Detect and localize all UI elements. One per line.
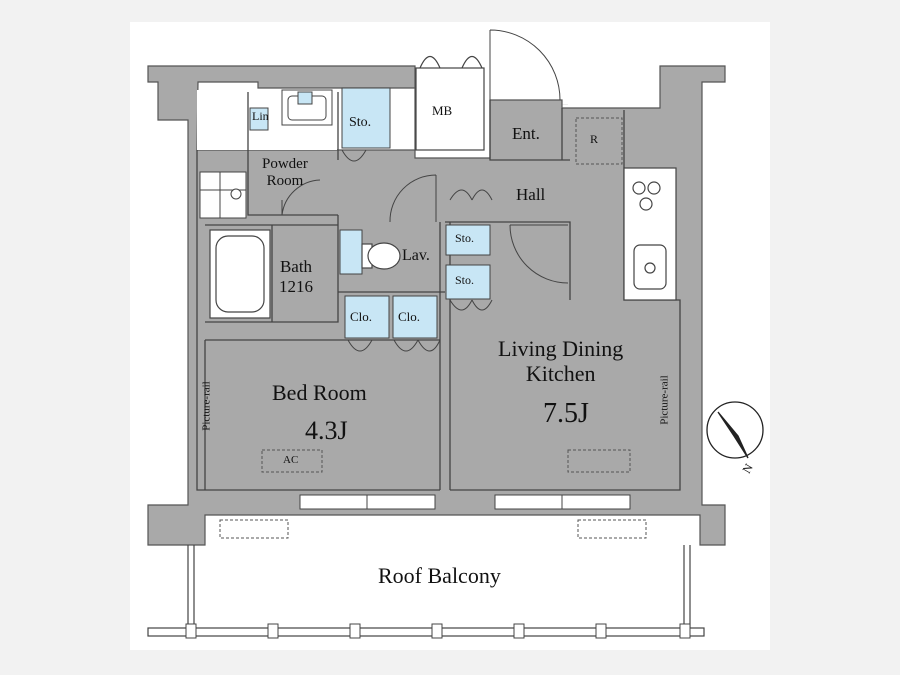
windows (299, 494, 631, 510)
bathtub (209, 229, 271, 319)
ac-unit-bedroom (261, 449, 323, 473)
doors (281, 29, 569, 352)
ac-unit-ldk (567, 449, 631, 473)
label-bath: Bath 1216 (279, 257, 313, 296)
label-ac: AC (283, 454, 299, 466)
label-sto-mid-2: Sto. (455, 273, 475, 287)
label-bed-room-size: 4.3J (305, 416, 348, 445)
label-bed-room: Bed Room (272, 380, 367, 405)
label-clo-1: Clo. (350, 309, 373, 324)
powder-room-fixtures (199, 89, 333, 219)
label-powder-room: Powder Room (262, 156, 308, 190)
label-clo-2: Clo. (398, 309, 421, 324)
label-ldk-size: 7.5J (543, 398, 589, 429)
refrigerator-space (575, 117, 623, 165)
label-lav: Lav. (402, 247, 430, 264)
label-roof-balcony: Roof Balcony (378, 563, 501, 588)
toilet (361, 242, 401, 270)
label-ent: Ent. (512, 124, 540, 143)
label-refrigerator: R (590, 132, 599, 146)
label-picture-rail-left: Picture-rail (200, 381, 213, 431)
kitchen-counter (623, 167, 677, 301)
label-hall: Hall (516, 185, 546, 204)
north-compass (706, 401, 764, 459)
label-picture-rail-right: Picture-rail (658, 375, 671, 425)
label-ldk: Living Dining Kitchen (498, 336, 624, 387)
roof-balcony (147, 519, 705, 639)
label-sto-mid-1: Sto. (455, 231, 475, 245)
mb-box (415, 55, 485, 151)
label-mb: MB (432, 103, 453, 118)
label-sto-top: Sto. (349, 115, 372, 130)
label-lin: Lin (252, 109, 269, 123)
